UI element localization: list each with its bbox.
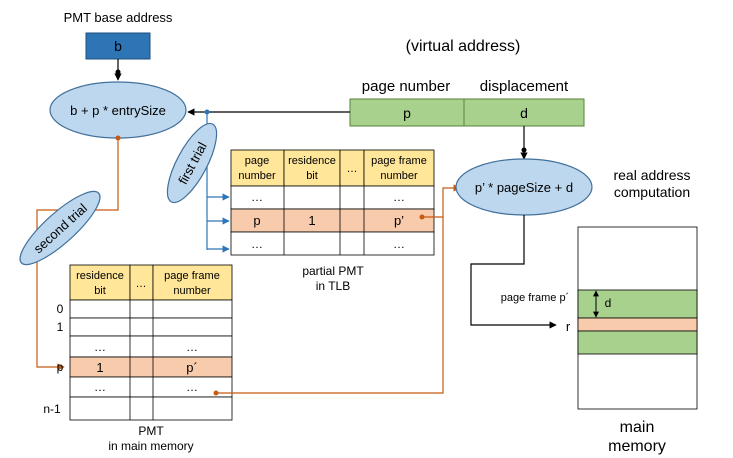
- second-trial-badge: second trial: [19, 190, 101, 266]
- tlb-cell-0-3: …: [393, 190, 405, 204]
- first-trial-badge: first trial: [166, 122, 218, 204]
- pmt-base-box: [85, 32, 151, 60]
- pmt-table: residence bit … page frame number 0 1 p …: [43, 264, 233, 453]
- pmt-header-2b: number: [173, 285, 211, 297]
- pmt-header-0a: residence: [76, 270, 124, 282]
- real-address-label-2: computation: [614, 184, 690, 200]
- real-to-r-line: [470, 215, 557, 329]
- memory-d: d: [605, 296, 612, 310]
- tlb-cell-1-0: p: [253, 213, 260, 228]
- displacement-label: displacement: [480, 78, 569, 95]
- pmt-header-2a: page frame: [164, 270, 220, 282]
- pmt-header-1: …: [136, 278, 147, 290]
- memory-caption-2: memory: [608, 438, 666, 455]
- pmt-cell-4-2: …: [186, 380, 198, 394]
- pmt-cell-2-2: …: [186, 340, 198, 354]
- page-number-label: page number: [362, 78, 450, 95]
- pmt-caption-1: PMT: [138, 424, 164, 438]
- pmt-cell-4-0: …: [94, 380, 106, 394]
- pmt-caption-2: in main memory: [108, 439, 193, 453]
- tlb-cell-2-3: …: [393, 237, 405, 251]
- real-calc-text: p’ * pageSize + d: [475, 180, 573, 195]
- pmt-cell-3-2: p´: [186, 360, 198, 375]
- memory-caption-1: main: [620, 419, 655, 436]
- tlb-table: page number residence bit … page frame n…: [230, 149, 435, 293]
- pmt-cell-3-0: 1: [96, 360, 103, 375]
- tlb-header-1b: bit: [306, 170, 318, 182]
- page-frame-label: page frame p´: [501, 292, 569, 304]
- va-d: d: [520, 105, 528, 121]
- base-dot: [115, 69, 121, 75]
- tlb-cell-1-1: 1: [308, 213, 315, 228]
- virtual-address-title: (virtual address): [406, 38, 521, 55]
- tlb-cell-2-0: …: [251, 237, 263, 251]
- tlb-header-2: …: [347, 163, 358, 175]
- pmt-header-0b: bit: [94, 285, 106, 297]
- tlb-header-3b: number: [380, 170, 418, 182]
- tlb-header-1a: residence: [288, 155, 336, 167]
- main-memory: [577, 226, 698, 410]
- tlb-header-0b: number: [238, 170, 276, 182]
- virtual-address-box: [349, 98, 585, 127]
- tlb-caption-1: partial PMT: [302, 264, 364, 278]
- tlb-cell-1-3: p’: [394, 213, 404, 228]
- pmt-base-value: b: [114, 38, 122, 54]
- pmt-to-real-line: [216, 217, 444, 394]
- va-p: p: [403, 105, 411, 121]
- pmt-row-label-3: p: [57, 360, 64, 374]
- pmt-cell-2-0: …: [94, 340, 106, 354]
- memory-r: r: [566, 319, 571, 334]
- address-calc-text: b + p * entrySize: [70, 103, 166, 118]
- pmt-base-label: PMT base address: [64, 10, 173, 25]
- tlb-header-3a: page frame: [371, 155, 427, 167]
- pmt-row-label-0: 0: [57, 302, 64, 316]
- tlb-cell-0-0: …: [251, 190, 263, 204]
- real-address-label-1: real address: [613, 167, 690, 183]
- tlb-to-real-line: [422, 184, 461, 218]
- pmt-row-label-1: 1: [57, 320, 64, 334]
- tlb-header-0a: page: [245, 155, 269, 167]
- tlb-caption-2: in TLB: [316, 279, 350, 293]
- second-trial-line: [36, 138, 119, 371]
- pmt-row-label-5: n-1: [43, 402, 61, 416]
- d-dot: [521, 147, 527, 153]
